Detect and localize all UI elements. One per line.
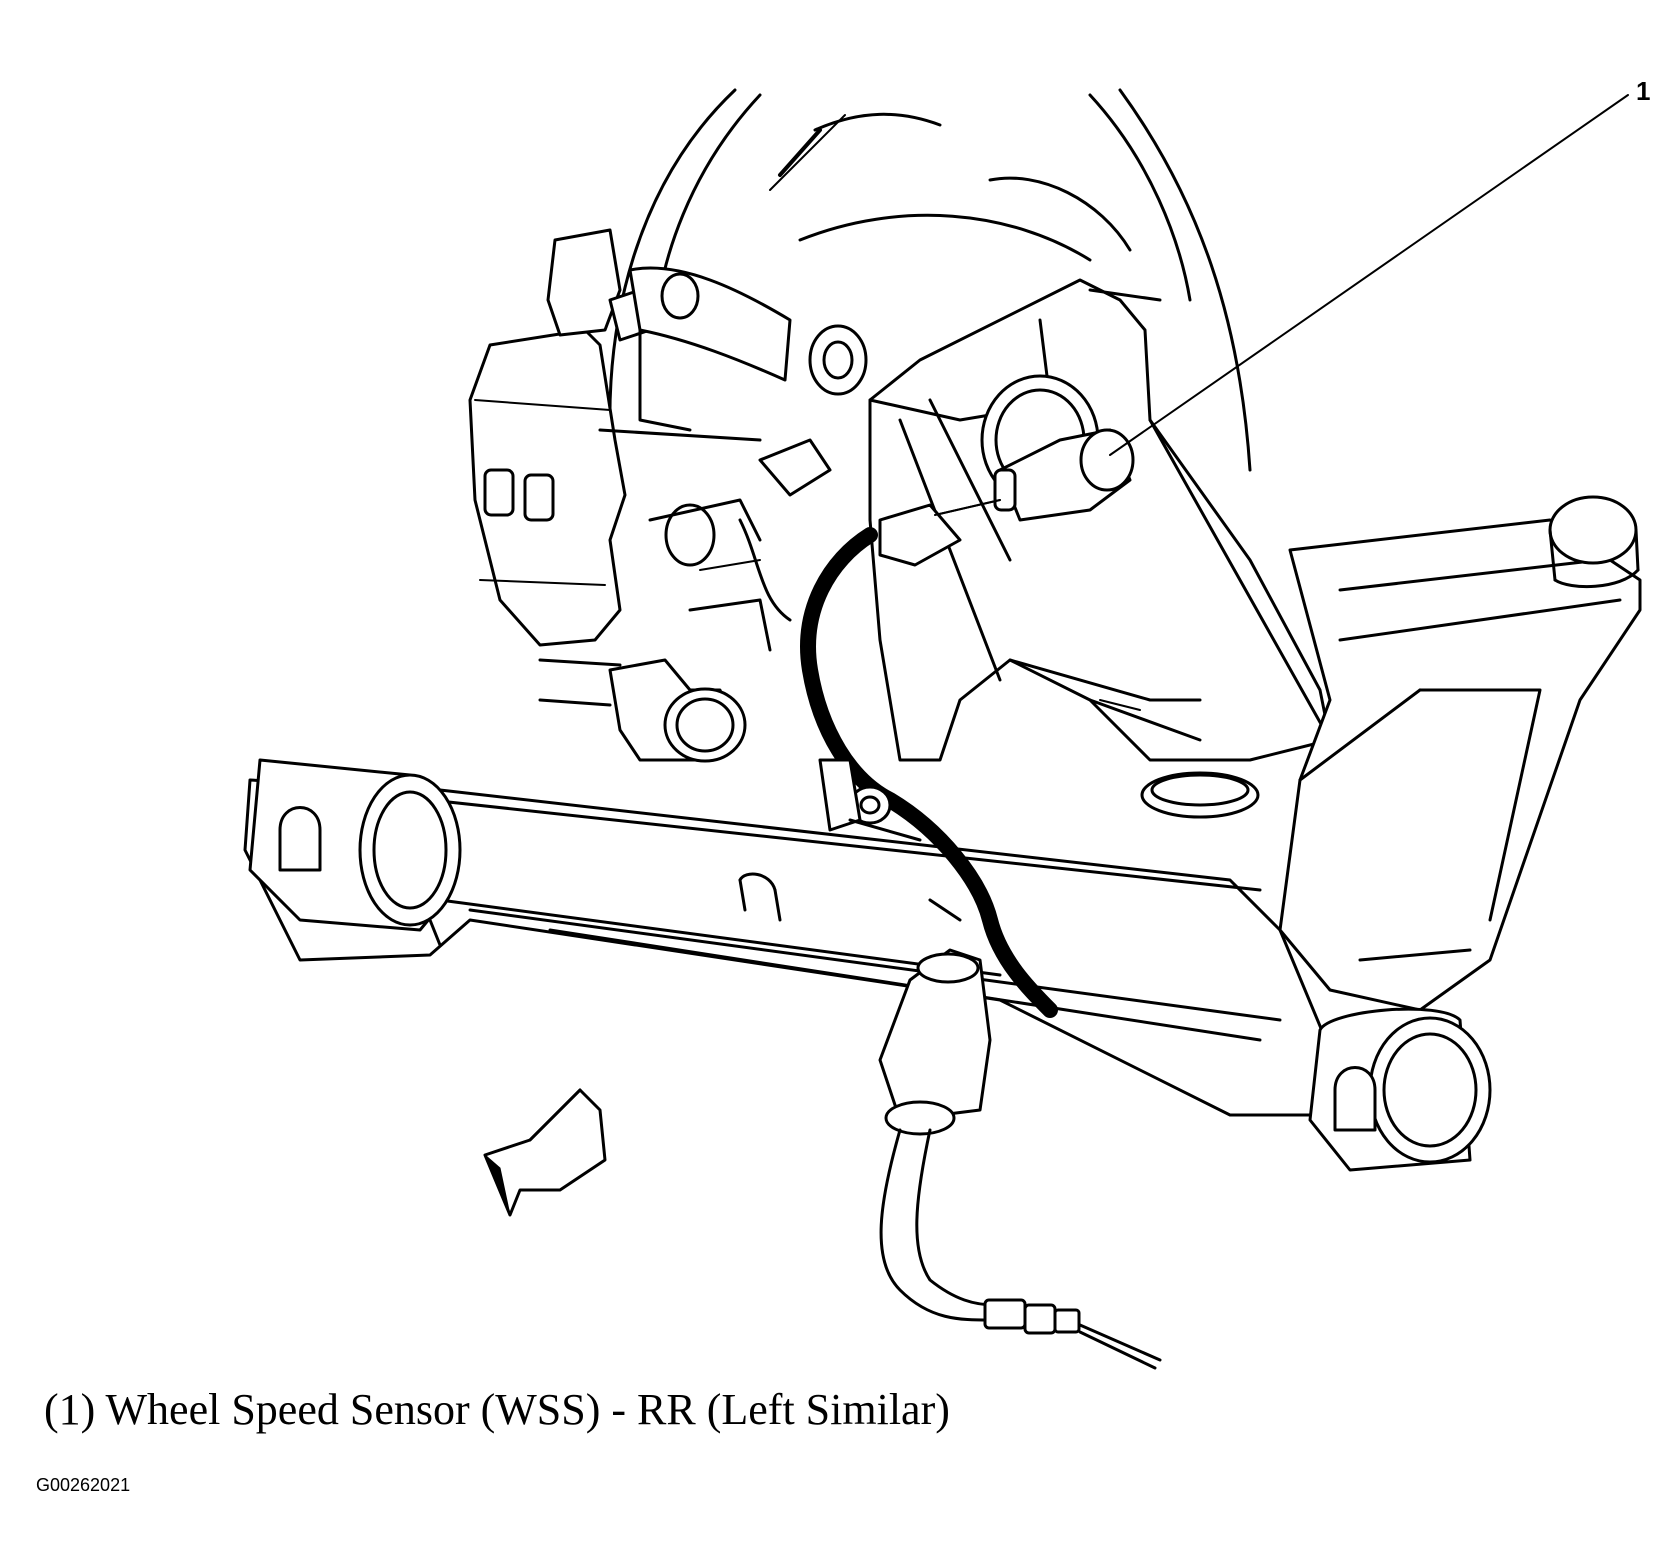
lower-control-arm [243,495,1642,1117]
callout-number-1: 1 [1636,76,1651,106]
figure-id: G00262021 [36,1475,131,1495]
wheel-speed-sensor [934,428,1135,522]
front-direction-arrow-icon [483,1088,607,1217]
sensor-harness [800,499,1162,1370]
right-bushing [1308,1007,1492,1172]
left-bushing [248,758,462,947]
diagram-caption: (1) Wheel Speed Sensor (WSS) - RR (Left … [44,1385,950,1434]
brake-caliper [468,228,868,763]
callout-1-leader-line [1109,94,1629,456]
